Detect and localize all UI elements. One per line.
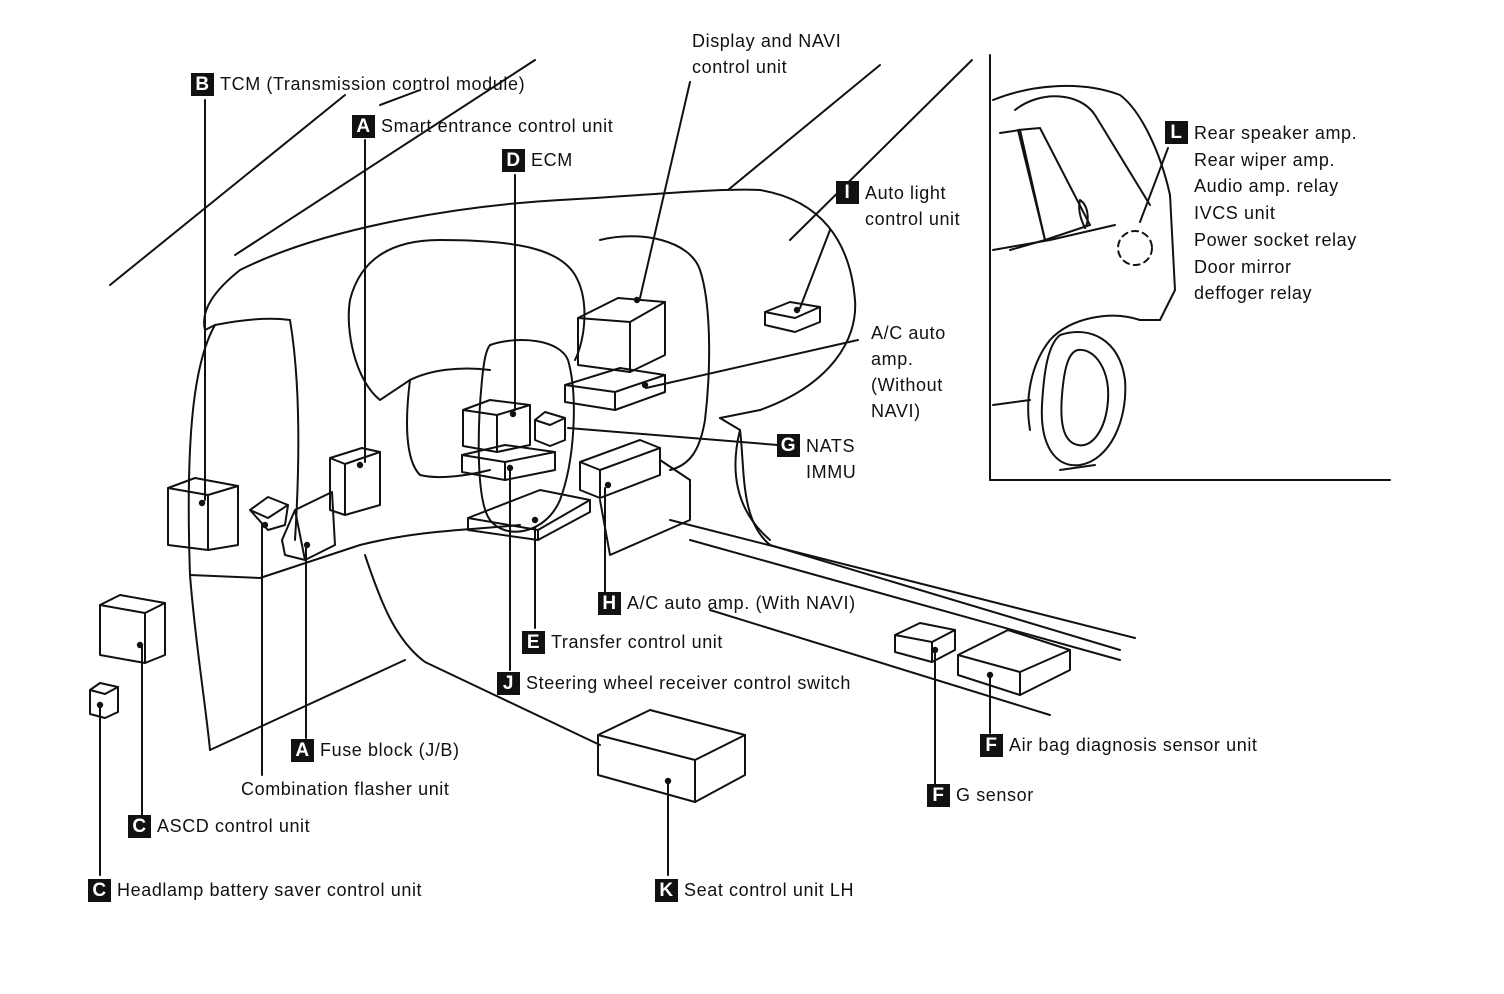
- badge-e: E: [522, 630, 545, 654]
- label-display-navi: Display and NAVI control unit: [692, 31, 842, 77]
- label-auto-light: I Auto light control unit: [836, 180, 960, 232]
- label-steering-switch: J Steering wheel receiver control switch: [497, 670, 851, 696]
- badge-i: I: [836, 181, 859, 204]
- label-ac-without-navi: A/C auto amp. (Without NAVI): [871, 323, 946, 421]
- badge-a: A: [352, 114, 375, 138]
- label-tcm: B TCM (Transmission control module): [191, 71, 525, 97]
- badge-j: J: [497, 671, 520, 695]
- label-headlamp-saver: C Headlamp battery saver control unit: [88, 877, 422, 903]
- badge-l: L: [1165, 121, 1188, 144]
- badge-c: C: [128, 814, 151, 838]
- label-smart-entrance: A Smart entrance control unit: [352, 113, 613, 139]
- label-g-sensor: F G sensor: [927, 782, 1034, 808]
- label-fuse-block: A Fuse block (J/B): [291, 737, 460, 763]
- label-ac-with-navi: H A/C auto amp. (With NAVI): [598, 590, 856, 616]
- badge-k: K: [655, 878, 678, 902]
- label-ecm: D ECM: [502, 147, 573, 173]
- badge-f-gsensor: F: [927, 783, 950, 807]
- badge-b: B: [191, 72, 214, 96]
- dashboard-outline: [109, 59, 1136, 751]
- badge-g: G: [777, 434, 800, 457]
- badge-c-headlamp: C: [88, 878, 111, 902]
- label-airbag: F Air bag diagnosis sensor unit: [980, 732, 1258, 758]
- leader-lines: [99, 81, 1169, 876]
- label-ascd: C ASCD control unit: [128, 813, 310, 839]
- label-rear-components: L Rear speaker amp. Rear wiper amp. Audi…: [1165, 120, 1357, 307]
- badge-a-fuse: A: [291, 738, 314, 762]
- label-seat-control: K Seat control unit LH: [655, 877, 854, 903]
- label-nats-immu: G NATS IMMU: [777, 433, 856, 485]
- badge-f: F: [980, 733, 1003, 757]
- label-flasher: Combination flasher unit: [241, 779, 450, 799]
- label-transfer: E Transfer control unit: [522, 629, 723, 655]
- badge-d: D: [502, 148, 525, 172]
- component-boxes: [89, 296, 1071, 803]
- rear-vehicle-inset: [989, 54, 1391, 481]
- badge-h: H: [598, 591, 621, 615]
